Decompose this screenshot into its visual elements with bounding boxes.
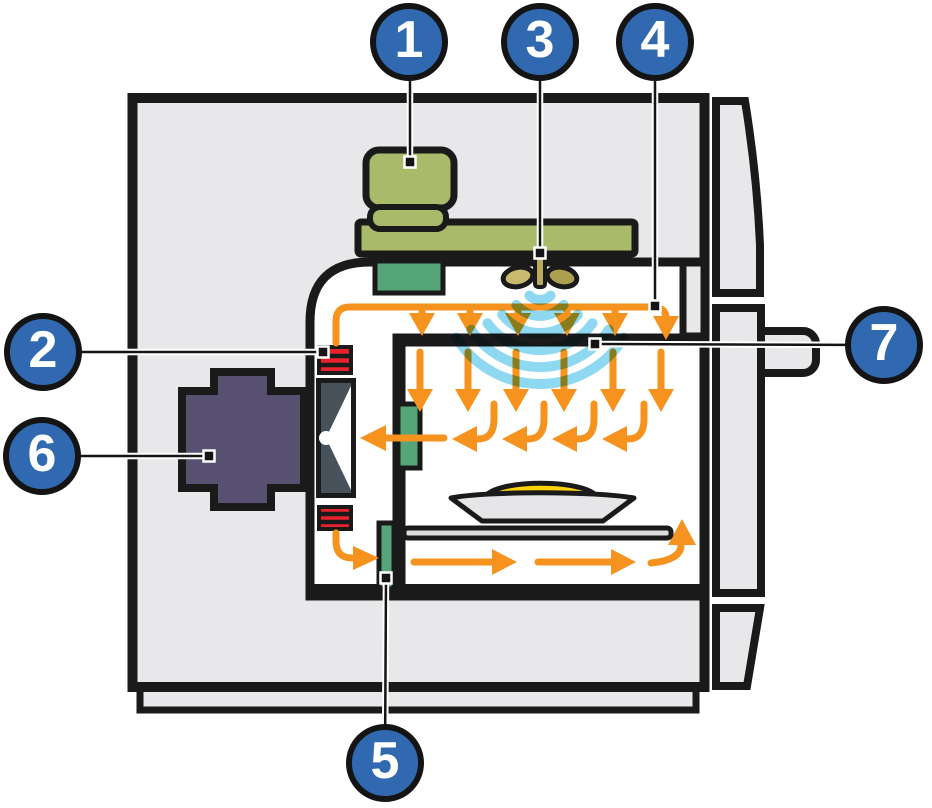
callout-7-label: 7 [869, 314, 899, 372]
callout-6-label: 6 [27, 425, 57, 483]
channel-corner-block [679, 259, 708, 340]
callout-1-label: 1 [394, 11, 424, 69]
door-bottom [712, 604, 765, 690]
inlet-duct-block [372, 258, 446, 296]
door-top [712, 97, 764, 297]
magnetron-collar [367, 204, 449, 232]
fan-motor [178, 368, 308, 511]
door-middle [712, 304, 765, 597]
callout-4-label: 4 [640, 11, 670, 69]
fan-hub [319, 431, 333, 445]
callout-6: 6 [3, 417, 81, 495]
plate [448, 490, 637, 524]
callout-2-label: 2 [28, 321, 58, 379]
callout-2: 2 [4, 313, 82, 391]
convection-fan [316, 378, 356, 498]
callout-7: 7 [845, 306, 923, 384]
callout-5: 5 [346, 724, 424, 802]
rack-shelf [401, 525, 674, 541]
callout-1: 1 [370, 3, 448, 81]
bottom-heating-element [317, 505, 353, 531]
hot-air-duct-line [332, 303, 670, 347]
callout-5-label: 5 [370, 732, 400, 790]
callout-3-label: 3 [525, 11, 555, 69]
callout-3: 3 [501, 3, 579, 81]
callout-4: 4 [616, 3, 694, 81]
leader-endpoints [202, 155, 662, 585]
leader-lines [42, 42, 885, 764]
